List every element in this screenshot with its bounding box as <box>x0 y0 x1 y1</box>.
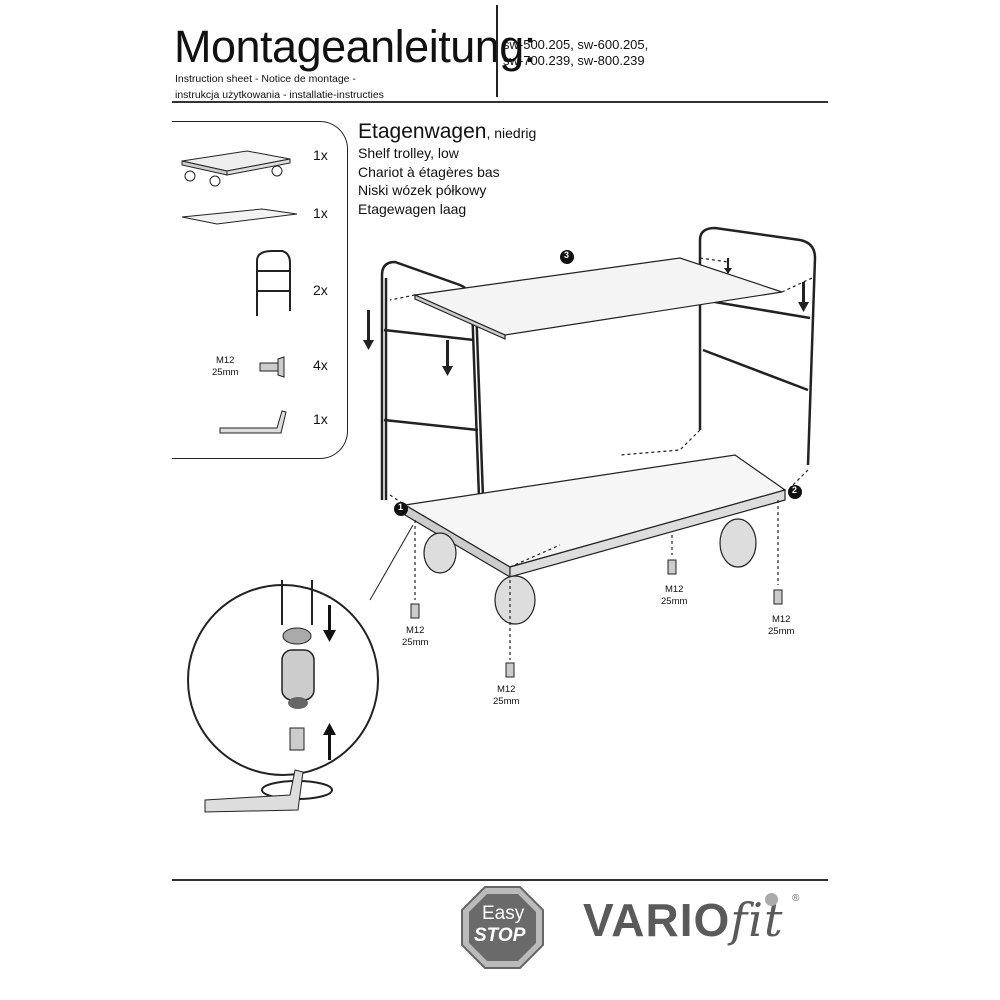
qty-trolley-base: 1x <box>313 147 328 163</box>
model-numbers: sw-500.205, sw-600.205, sw-700.239, sw-8… <box>503 37 648 69</box>
translation-en: Shelf trolley, low <box>358 145 459 161</box>
step-1-label: 1 <box>398 502 404 512</box>
trolley-base-icon <box>181 150 291 187</box>
handle-frame-icon <box>256 250 291 316</box>
length: 25mm <box>768 626 795 637</box>
size: M12 <box>664 584 684 595</box>
brand-main: VARIO <box>583 894 731 946</box>
translation-nl: Etagewagen laag <box>358 200 467 217</box>
models-line-1: sw-500.205, sw-600.205, <box>503 37 649 52</box>
screw-icons <box>410 559 783 678</box>
easystop-line-1: Easy <box>482 903 525 924</box>
step-2-label: 2 <box>792 485 798 495</box>
handle-frames <box>380 226 817 526</box>
brand-dot-icon <box>765 893 778 906</box>
footer-rule <box>172 879 828 881</box>
subtitle-line-2: instrukcja użytkowania - installatie-ins… <box>175 89 384 101</box>
screw-spec: M12 25mm <box>212 355 238 379</box>
step-3-marker <box>560 250 574 264</box>
size: M12 <box>405 625 425 636</box>
screw-size: M12 <box>215 355 235 366</box>
castors <box>423 518 757 625</box>
screw-icon <box>259 356 285 378</box>
subtitle-line-1: Instruction sheet - Notice de montage - <box>175 73 356 85</box>
product-title-block: Etagenwagen, niedrig Shelf trolley, low … <box>358 120 536 218</box>
step-1-marker <box>394 502 408 516</box>
variofit-logo: VARIOfit <box>583 893 784 947</box>
easystop-line-2: STOP <box>474 925 526 946</box>
parts-list <box>172 121 348 459</box>
bottom-base <box>403 454 787 579</box>
easystop-logo <box>461 886 544 969</box>
arrow-icons <box>363 258 809 376</box>
product-name: Etagenwagen <box>358 120 487 143</box>
screw-length: 25mm <box>212 367 239 378</box>
step-3-label: 3 <box>564 250 570 260</box>
parts-illustrations <box>181 150 298 434</box>
registered-mark: ® <box>792 893 800 904</box>
length: 25mm <box>402 637 429 648</box>
translation-pl: Niski wózek półkowy <box>358 182 487 198</box>
step-markers <box>394 250 802 516</box>
qty-allen-key: 1x <box>313 411 328 427</box>
header-rule <box>172 101 828 103</box>
translation-fr: Chariot à étagères bas <box>358 163 500 180</box>
qty-screw: 4x <box>313 357 328 373</box>
shelf-board-icon <box>181 208 298 225</box>
models-line-2: sw-700.239, sw-800.239 <box>503 53 645 68</box>
qty-shelf-board: 1x <box>313 205 328 221</box>
allen-key-icon <box>219 410 287 434</box>
qty-handle-frame: 2x <box>313 282 328 298</box>
product-suffix: , niedrig <box>486 125 537 141</box>
header-divider <box>496 5 498 97</box>
length: 25mm <box>493 696 520 707</box>
step-2-marker <box>788 485 802 499</box>
assembly-diagram <box>187 226 817 813</box>
detail-circle <box>187 524 414 813</box>
size: M12 <box>496 684 516 695</box>
page-title: Montageanleitung: <box>174 21 536 72</box>
length: 25mm <box>661 596 688 607</box>
size: M12 <box>771 614 791 625</box>
dashed-guides <box>389 257 813 660</box>
